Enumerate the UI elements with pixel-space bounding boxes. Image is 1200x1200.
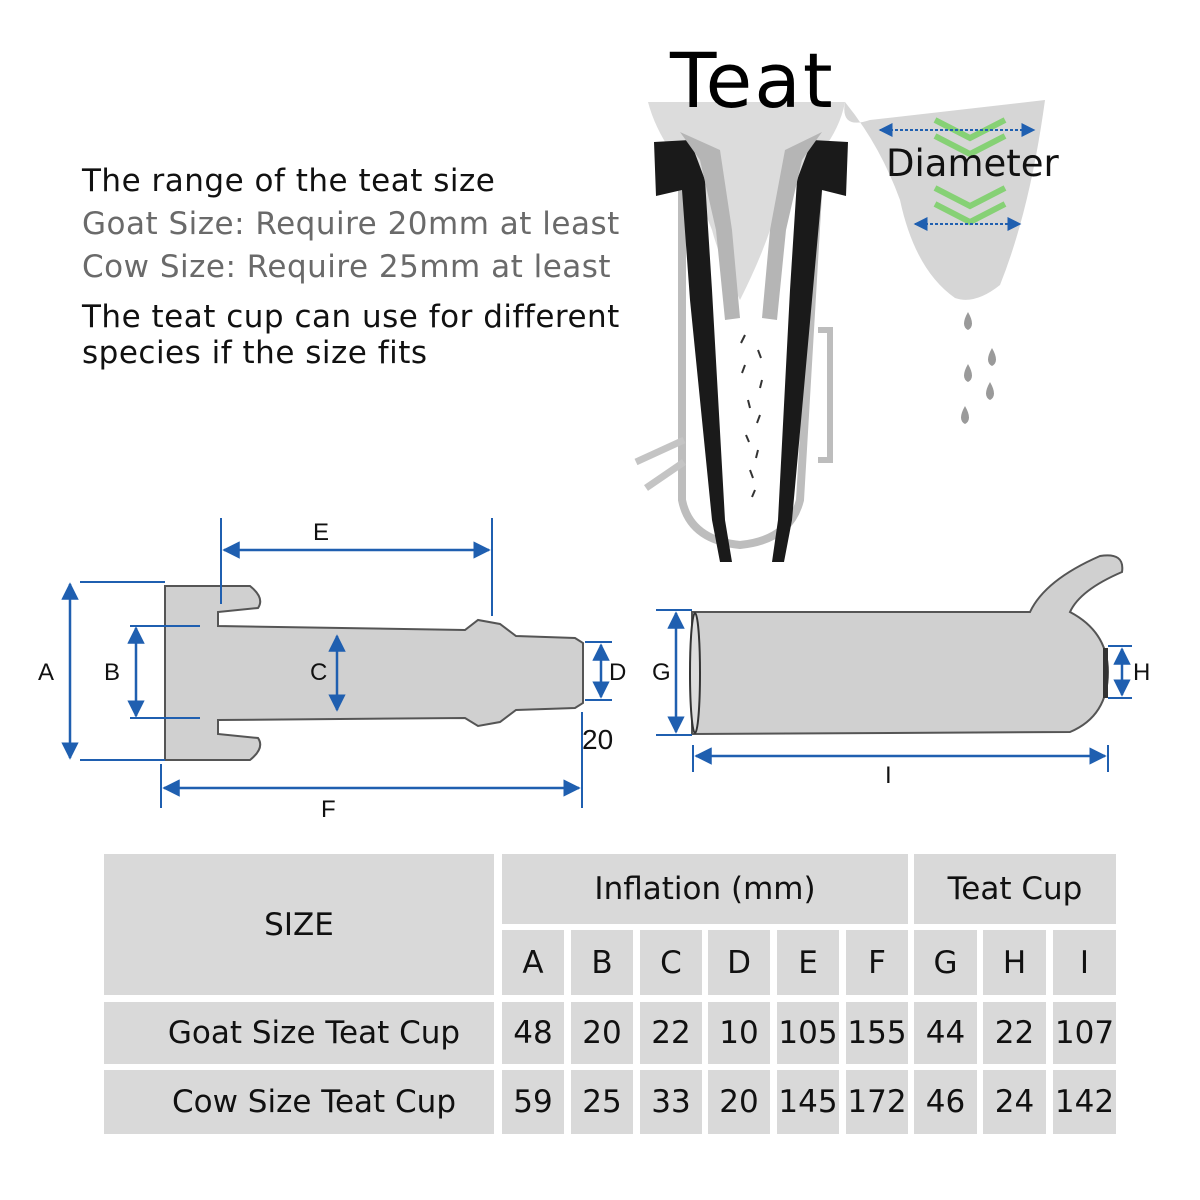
table-cell: 22 — [640, 1002, 702, 1064]
table-cell: 107 — [1053, 1002, 1116, 1064]
table-cell: 33 — [640, 1070, 702, 1134]
stray-value-20: 20 — [582, 724, 614, 755]
col-header-f: F — [846, 930, 908, 995]
teat-cross-section — [634, 100, 1045, 562]
table-cell: 48 — [502, 1002, 564, 1064]
table-cell: 20 — [708, 1070, 770, 1134]
table-cell: 155 — [846, 1002, 908, 1064]
row-label-goat: Goat Size Teat Cup — [104, 1002, 494, 1064]
teatcup-header: Teat Cup — [914, 854, 1116, 924]
col-header-a: A — [502, 930, 564, 995]
table-cell: 59 — [502, 1070, 564, 1134]
dim-label-a: A — [38, 659, 55, 686]
table-cell: 145 — [777, 1070, 839, 1134]
table-cell: 105 — [777, 1002, 839, 1064]
goat-size-requirement: Goat Size: Require 20mm at least — [82, 206, 620, 242]
teat-title: Teat — [670, 36, 835, 125]
col-header-d: D — [708, 930, 770, 995]
table-cell: 10 — [708, 1002, 770, 1064]
dim-label-d: D — [609, 659, 627, 686]
inflation-liner-drawing — [61, 518, 612, 808]
size-spec-table: SIZE Inflation (mm) Teat Cup A B C D E F… — [104, 854, 1116, 1136]
row-label-cow: Cow Size Teat Cup — [104, 1070, 494, 1134]
inflation-header: Inflation (mm) — [502, 854, 908, 924]
note-line-2: species if the size fits — [82, 335, 428, 371]
dim-label-e: E — [313, 519, 330, 546]
table-cell: 25 — [571, 1070, 633, 1134]
col-header-h: H — [983, 930, 1046, 995]
dim-label-g: G — [652, 659, 671, 686]
table-cell: 46 — [914, 1070, 977, 1134]
table-cell: 44 — [914, 1002, 977, 1064]
dim-label-i: I — [885, 762, 892, 789]
table-cell: 172 — [846, 1070, 908, 1134]
dim-label-b: B — [104, 659, 121, 686]
col-header-e: E — [777, 930, 839, 995]
dim-label-h: H — [1133, 659, 1151, 686]
dim-label-c: C — [310, 659, 328, 686]
col-header-i: I — [1053, 930, 1116, 995]
intro-text-block: The range of the teat size Goat Size: Re… — [82, 160, 620, 371]
table-cell: 20 — [571, 1002, 633, 1064]
teat-cup-drawing — [656, 554, 1132, 772]
cow-size-requirement: Cow Size: Require 25mm at least — [82, 249, 612, 285]
col-header-g: G — [914, 930, 977, 995]
table-cell: 142 — [1053, 1070, 1116, 1134]
col-header-b: B — [571, 930, 633, 995]
table-cell: 22 — [983, 1002, 1046, 1064]
intro-heading: The range of the teat size — [82, 163, 496, 199]
col-header-c: C — [640, 930, 702, 995]
diameter-label: Diameter — [886, 142, 1059, 185]
size-header: SIZE — [104, 854, 494, 995]
dim-label-f: F — [321, 796, 336, 823]
table-cell: 24 — [983, 1070, 1046, 1134]
note-line-1: The teat cup can use for different — [82, 299, 620, 335]
